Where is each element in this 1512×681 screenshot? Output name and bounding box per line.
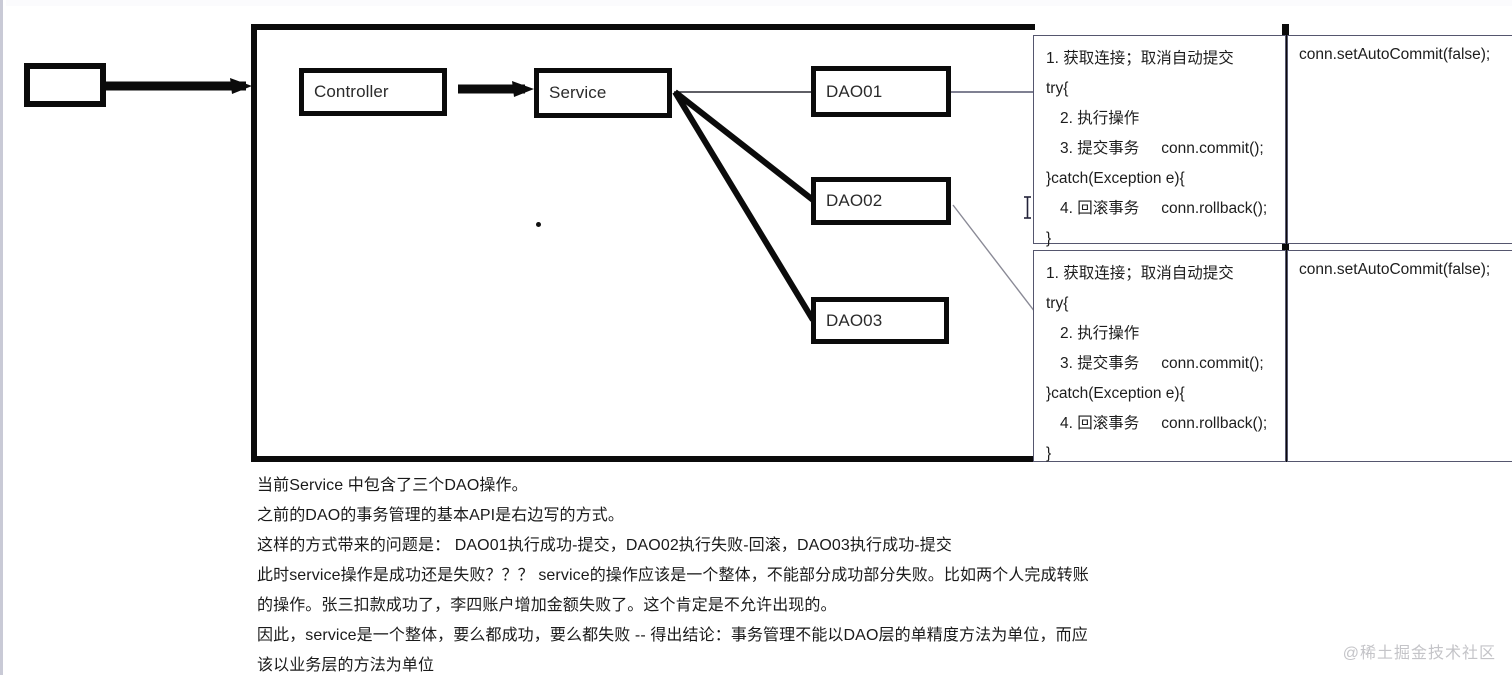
node-dao01-label: DAO01	[826, 81, 883, 101]
code-line-3: 2. 执行操作	[1060, 110, 1140, 127]
code-line-2: try{	[1046, 80, 1069, 97]
code-line-7: }	[1046, 230, 1052, 247]
code-rollback-call: conn.rollback();	[1161, 415, 1268, 432]
node-service-label: Service	[549, 83, 607, 102]
code-commit-call: conn.commit();	[1161, 140, 1264, 157]
note-line-6: 因此，service是一个整体，要么都成功，要么都失败 -- 得出结论：事务管理…	[257, 627, 1088, 644]
node-controller[interactable]: Controller	[299, 68, 447, 116]
side-panel-2-text: conn.setAutoCommit(false);	[1299, 261, 1491, 278]
node-controller-label: Controller	[314, 82, 389, 101]
code-panel-2[interactable]: 1. 获取连接；取消自动提交 try{ 2. 执行操作 3. 提交事务 conn.…	[1033, 250, 1286, 462]
code-line-4-text: 3. 提交事务	[1060, 355, 1140, 372]
code-line-4-text: 3. 提交事务	[1060, 140, 1140, 157]
code-line-4: 3. 提交事务 conn.commit();	[1046, 134, 1285, 164]
note-line-4: 此时service操作是成功还是失败？？？ service的操作应该是一个整体，…	[257, 567, 1089, 584]
node-dao03[interactable]: DAO03	[811, 297, 949, 344]
code-line-6: 4. 回滚事务 conn.rollback();	[1046, 409, 1285, 439]
note-line-7: 该以业务层的方法为单位	[257, 657, 435, 674]
code-line-3: 2. 执行操作	[1060, 325, 1140, 342]
side-panel-1-text: conn.setAutoCommit(false);	[1299, 46, 1491, 63]
code-line-7: }	[1046, 445, 1052, 462]
code-line-1: 1. 获取连接；取消自动提交	[1046, 265, 1234, 282]
code-commit-call: conn.commit();	[1161, 355, 1264, 372]
code-line-5: }catch(Exception e){	[1046, 170, 1185, 187]
side-panel-2[interactable]: conn.setAutoCommit(false);	[1287, 250, 1512, 462]
watermark-label: @稀土掘金技术社区	[1342, 645, 1496, 662]
code-line-6-text: 4. 回滚事务	[1060, 415, 1140, 432]
code-panel-1[interactable]: 1. 获取连接；取消自动提交 try{ 2. 执行操作 3. 提交事务 conn.…	[1033, 35, 1286, 247]
canvas-dot-marker	[536, 222, 541, 227]
code-line-5: }catch(Exception e){	[1046, 385, 1185, 402]
code-line-2: try{	[1046, 295, 1069, 312]
page-top-edge	[6, 0, 1512, 6]
code-line-1: 1. 获取连接；取消自动提交	[1046, 50, 1234, 67]
architecture-container	[251, 24, 1035, 462]
code-line-6: 4. 回滚事务 conn.rollback();	[1046, 194, 1285, 224]
text-cursor-icon	[1023, 196, 1032, 219]
node-dao01[interactable]: DAO01	[811, 66, 951, 117]
code-rollback-call: conn.rollback();	[1161, 200, 1268, 217]
note-line-3: 这样的方式带来的问题是： DAO01执行成功-提交，DAO02执行失败-回滚，D…	[257, 537, 952, 554]
notes-block: 当前Service 中包含了三个DAO操作。 之前的DAO的事务管理的基本API…	[257, 471, 1377, 681]
node-dao03-label: DAO03	[826, 310, 883, 330]
side-panel-1[interactable]: conn.setAutoCommit(false);	[1287, 35, 1512, 244]
code-line-4: 3. 提交事务 conn.commit();	[1046, 349, 1285, 379]
node-input-box[interactable]	[24, 63, 106, 107]
note-line-5: 的操作。张三扣款成功了，李四账户增加金额失败了。这个肯定是不允许出现的。	[257, 597, 837, 614]
code-line-6-text: 4. 回滚事务	[1060, 200, 1140, 217]
note-line-2: 之前的DAO的事务管理的基本API是右边写的方式。	[257, 507, 624, 524]
edge-input-to-container	[103, 78, 252, 94]
node-dao02[interactable]: DAO02	[811, 177, 951, 225]
note-line-1: 当前Service 中包含了三个DAO操作。	[257, 477, 528, 494]
node-dao02-label: DAO02	[826, 191, 883, 210]
node-service[interactable]: Service	[534, 68, 672, 118]
